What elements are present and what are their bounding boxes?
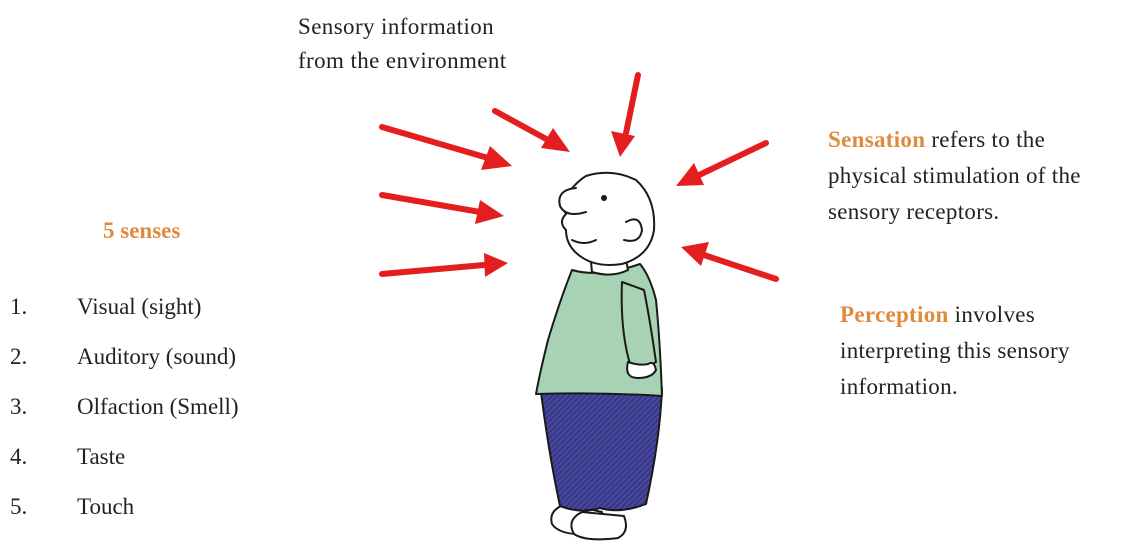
arrow-upper-right <box>676 143 766 186</box>
sensation-line1: refers to the <box>925 127 1045 152</box>
sense-label: Touch <box>77 494 134 519</box>
sense-label: Taste <box>77 444 125 469</box>
sense-label: Olfaction (Smell) <box>77 394 239 419</box>
perception-description: Perception involves interpreting this se… <box>840 297 1070 405</box>
environment-caption: Sensory information from the environment <box>298 10 507 78</box>
sense-number: 2. <box>10 334 77 380</box>
eye <box>601 195 607 201</box>
arrow-lower-right <box>681 242 776 279</box>
arrow-top-diagonal <box>495 111 570 152</box>
sense-item-olfaction: 3.Olfaction (Smell) <box>10 384 239 434</box>
arrow-upper-left <box>382 127 512 170</box>
sense-number: 5. <box>10 484 77 530</box>
perception-line2: interpreting this sensory <box>840 333 1070 369</box>
environment-caption-line1: Sensory information <box>298 10 507 44</box>
perception-line3: information. <box>840 369 1070 405</box>
perception-term: Perception <box>840 302 949 327</box>
senses-list: 1.Visual (sight) 2.Auditory (sound) 3.Ol… <box>10 284 239 534</box>
sense-label: Visual (sight) <box>77 294 201 319</box>
hand <box>627 362 656 378</box>
person <box>536 173 662 540</box>
pants <box>540 384 662 511</box>
sensation-description: Sensation refers to the physical stimula… <box>828 122 1081 230</box>
head <box>562 173 654 265</box>
sensation-term: Sensation <box>828 127 925 152</box>
arrow-top-vertical <box>611 75 638 157</box>
sense-number: 4. <box>10 434 77 480</box>
sense-number: 3. <box>10 384 77 430</box>
senses-title: 5 senses <box>103 218 180 244</box>
sensation-line2: physical stimulation of the <box>828 158 1081 194</box>
sensation-line3: sensory receptors. <box>828 194 1081 230</box>
sense-item-touch: 5.Touch <box>10 484 239 534</box>
sense-label: Auditory (sound) <box>77 344 236 369</box>
sense-item-taste: 4.Taste <box>10 434 239 484</box>
sense-item-auditory: 2.Auditory (sound) <box>10 334 239 384</box>
environment-caption-line2: from the environment <box>298 44 507 78</box>
sense-item-visual: 1.Visual (sight) <box>10 284 239 334</box>
arrow-left-lower <box>382 253 508 277</box>
arrow-left-middle <box>382 195 504 224</box>
right-shoe <box>571 512 626 539</box>
perception-line1: involves <box>949 302 1035 327</box>
sense-number: 1. <box>10 284 77 330</box>
